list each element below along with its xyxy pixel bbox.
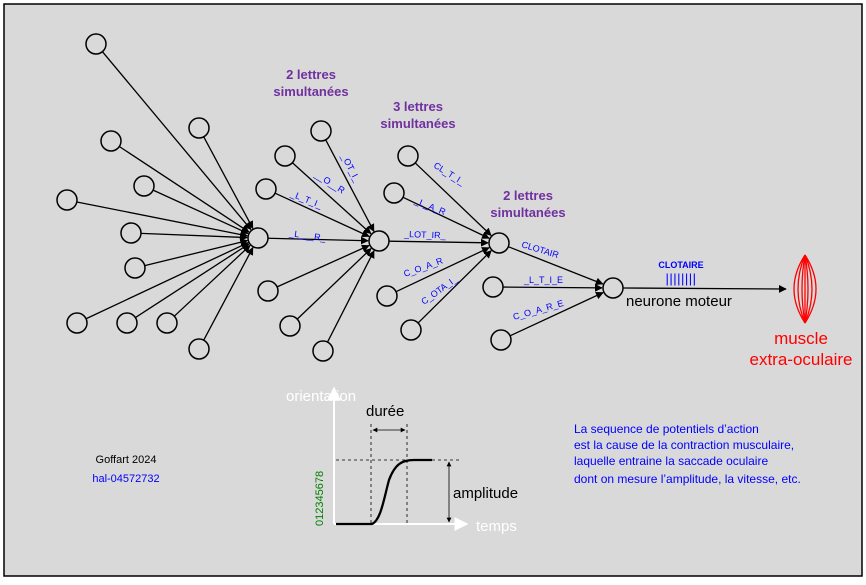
input-neuron-layer3 (376, 285, 398, 307)
synapse-arrow (101, 51, 252, 231)
motor-axon-arrow (622, 285, 787, 293)
spike-train-label: CLOTAIRE (658, 260, 703, 270)
synapse-arrow (414, 162, 492, 236)
stage4-header-line2: simultanées (490, 205, 565, 220)
duration-label: durée (366, 403, 404, 420)
input-neuron-layer1 (124, 257, 146, 279)
stage4-header-line1: 2 lettres (503, 188, 553, 203)
amplitude-label: amplitude (453, 485, 518, 502)
input-neuron-layer2 (279, 315, 301, 337)
description-line4: dont on mesure l’amplitude, la vitesse, … (574, 472, 801, 486)
input-neuron-layer3 (383, 182, 405, 204)
input-neuron-layer1 (120, 222, 142, 244)
hub-connection-arrow (388, 238, 489, 247)
hub-connection-arrow (508, 246, 604, 286)
description-line1: La sequence de potentiels d’action (574, 422, 759, 436)
muscle-label-line1: muscle (774, 329, 828, 348)
edge-label: _LOT_IR_ (403, 229, 447, 241)
synapse-arrow (140, 232, 248, 242)
synapse-arrow (402, 196, 490, 239)
y-tick-digits: 012345678 (314, 471, 326, 526)
synapse-arrow (417, 250, 492, 324)
input-neuron-layer1 (156, 312, 178, 334)
synapse-arrow (173, 244, 251, 317)
description-line2: est la cause de la contraction musculair… (574, 438, 794, 452)
neuron-nodes (56, 33, 624, 362)
hub-neuron-stage1 (247, 227, 269, 249)
stage2-header-line2: simultanées (273, 84, 348, 99)
stage2-header-line1: 2 lettres (286, 67, 336, 82)
stage3-header-line2: simultanées (380, 116, 455, 131)
synapse-arrow (395, 247, 490, 293)
synapse-arrow (326, 250, 375, 343)
input-neuron-layer1 (66, 312, 88, 334)
synapse-arrow (276, 244, 370, 288)
muscle-label-line2: extra-oculaire (750, 350, 853, 369)
muscle-icon (793, 254, 817, 324)
synapse-arrow (502, 283, 603, 292)
input-neuron-layer1 (100, 130, 122, 152)
input-neuron-layer1 (133, 175, 155, 197)
input-neuron-layer2 (255, 178, 277, 200)
input-neuron-layer2 (257, 280, 279, 302)
graph-xlabel: temps (476, 518, 517, 535)
synapse-arrow (118, 145, 250, 233)
input-neuron-layer2 (310, 120, 332, 142)
input-neuron-layer4 (482, 276, 504, 298)
credit-ref: hal-04572732 (92, 473, 159, 485)
synapse-arrow (296, 248, 372, 320)
motor-neuron (602, 277, 624, 299)
synapse-arrow (291, 162, 372, 235)
synapse-arrow (152, 189, 249, 235)
input-neuron-layer2 (274, 145, 296, 167)
synapse-arrow (135, 243, 250, 319)
synapse-arrow (203, 247, 254, 341)
edge-label: _L_T_I_E (523, 275, 563, 285)
input-neuron-layer4 (490, 329, 512, 351)
neuron-connections (76, 51, 787, 343)
credit-author: Goffart 2024 (96, 454, 157, 466)
input-neuron-layer1 (85, 33, 107, 55)
hub-connection-arrow (267, 236, 369, 245)
stage3-header-line1: 3 lettres (393, 99, 443, 114)
synapse-arrow (203, 136, 254, 229)
motor-neuron-label: neurone moteur (626, 293, 732, 310)
input-neuron-layer3 (400, 319, 422, 341)
input-neuron-layer2 (312, 340, 334, 362)
hub-neuron-stage3 (488, 232, 510, 254)
saccade-graph: orientation temps durée amplitude 012345… (286, 386, 518, 535)
synapse-arrow (76, 201, 248, 239)
synapse-arrow (144, 238, 249, 267)
spike-train-ticks: |||||||| (665, 271, 696, 286)
synapse-arrow (325, 139, 375, 232)
graph-ylabel: orientation (286, 388, 356, 405)
input-neuron-layer1 (188, 338, 210, 360)
input-neuron-layer1 (188, 117, 210, 139)
input-neuron-layer1 (56, 189, 78, 211)
synapse-arrow (274, 192, 370, 238)
input-neuron-layer3 (397, 145, 419, 167)
synapse-arrow (85, 242, 249, 320)
hub-neuron-stage2 (368, 230, 390, 252)
synapse-arrow (509, 292, 604, 337)
input-neuron-layer1 (116, 312, 138, 334)
description-line3: laquelle entraine la saccade oculaire (574, 454, 768, 468)
